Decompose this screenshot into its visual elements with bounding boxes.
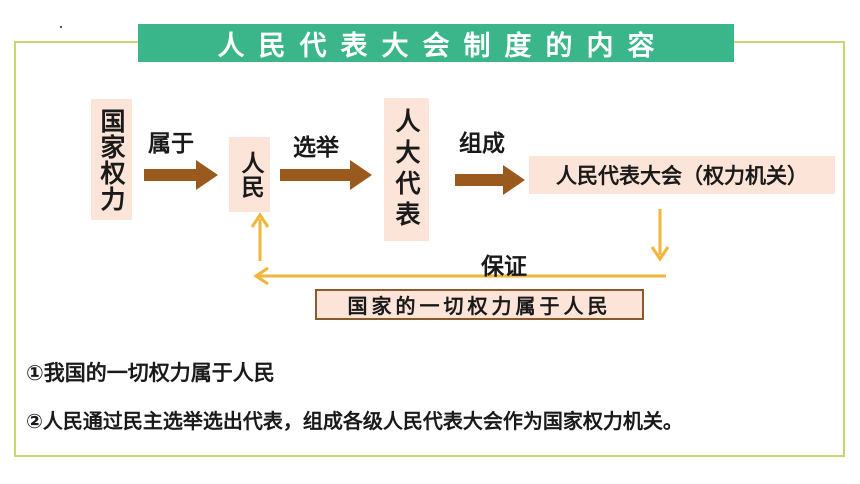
label-elect: 选举 [293,135,339,161]
arrow-elect-icon [280,160,372,190]
node-people: 人民 [229,137,270,212]
page-title: 人民代表大会制度的内容 [138,24,734,62]
node-deputies: 人大代表 [384,98,429,241]
feedback-arrow-icon [250,209,670,286]
label-belongs-to: 属于 [148,131,194,157]
label-form: 组成 [459,131,505,157]
arrow-form-icon [455,165,525,195]
statement-1: ①我国的一切权力属于人民 [26,361,275,385]
node-congress: 人民代表大会（权力机关） [529,156,835,194]
statement-2: ②人民通过民主选举选出代表，组成各级人民代表大会作为国家权力机关。 [26,409,683,433]
label-guarantee: 保证 [481,254,527,280]
boxed-statement: 国家的一切权力属于人民 [315,289,644,320]
arrow-belongs-to-icon [144,160,218,190]
decorative-dot [60,26,62,28]
node-state-power: 国家权力 [91,99,132,220]
